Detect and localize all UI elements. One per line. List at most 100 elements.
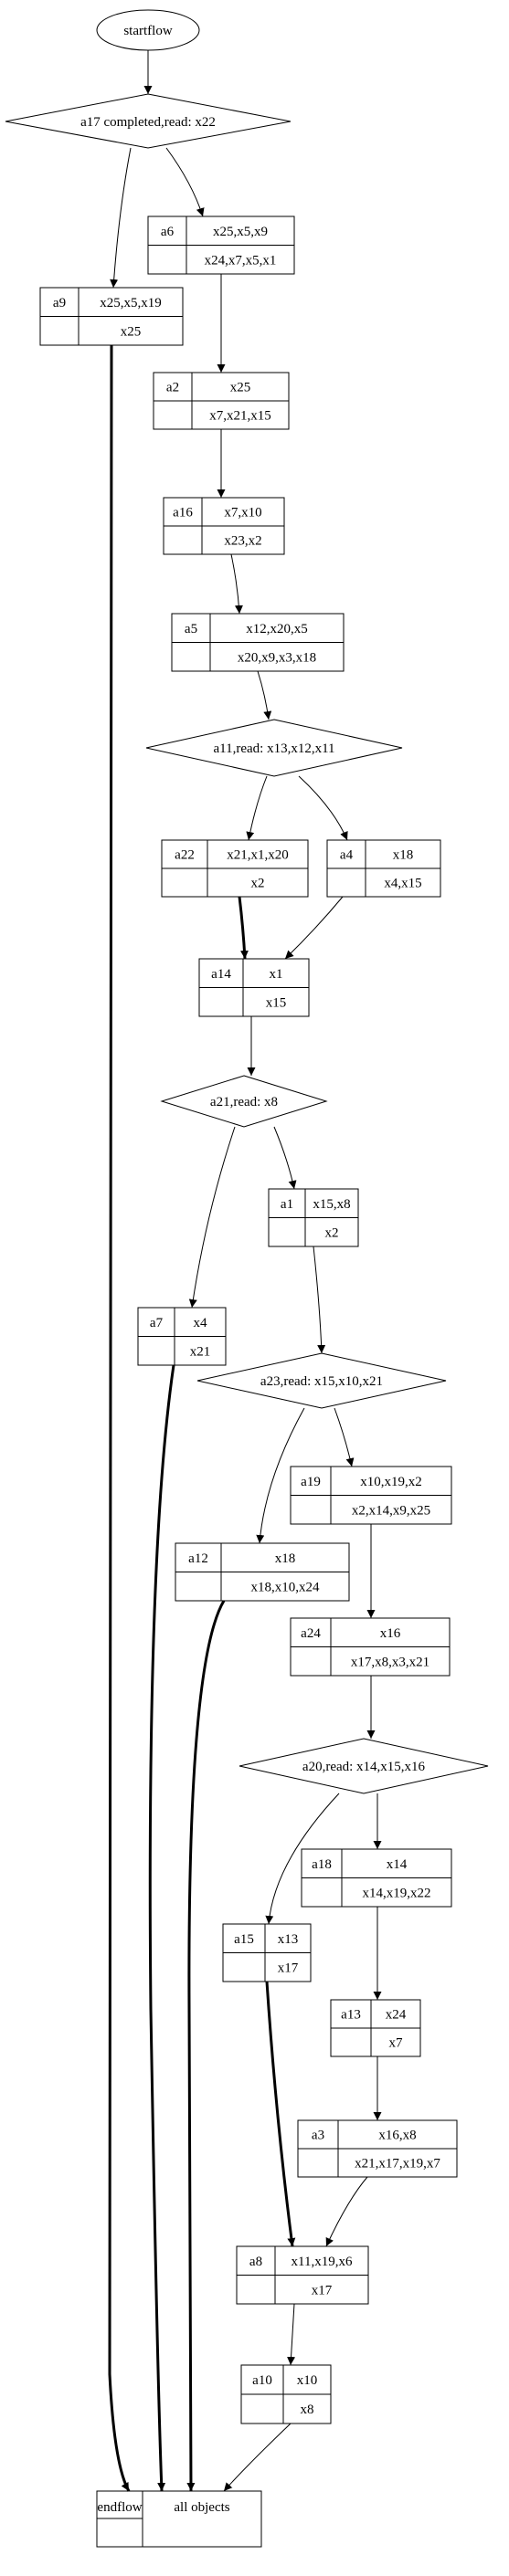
edge-a17-a6 bbox=[165, 147, 205, 217]
edge-a3-a8 bbox=[325, 2176, 368, 2247]
node-a9-id: a9 bbox=[53, 296, 66, 310]
node-a22-top: x21,x1,x20 bbox=[227, 848, 289, 863]
node-a22-bottom: x2 bbox=[251, 877, 265, 891]
node-a8-bottom: x17 bbox=[312, 2283, 333, 2297]
decision-a21-label: a21,read: x8 bbox=[210, 1095, 278, 1109]
edge-a17-a9 bbox=[110, 147, 132, 289]
node-a22: a22 x21,x1,x20 x2 bbox=[161, 839, 309, 898]
node-a15-top: x13 bbox=[278, 1932, 299, 1947]
edge-a16-a5 bbox=[230, 553, 243, 615]
node-a18-top: x14 bbox=[387, 1857, 408, 1872]
node-a24-bottom: x17,x8,x3,x21 bbox=[351, 1655, 429, 1669]
node-a14-top: x1 bbox=[270, 967, 283, 982]
node-a2-id: a2 bbox=[166, 381, 179, 395]
node-a19-id: a19 bbox=[301, 1475, 321, 1489]
decision-a21: a21,read: x8 bbox=[160, 1075, 328, 1128]
node-a24-id: a24 bbox=[301, 1626, 321, 1641]
edge-a1-a23 bbox=[313, 1246, 326, 1354]
node-a19: a19 x10,x19,x2 x2,x14,x9,x25 bbox=[290, 1466, 452, 1525]
decision-a11-label: a11,read: x13,x12,x11 bbox=[213, 741, 334, 756]
node-a8-top: x11,x19,x6 bbox=[292, 2255, 353, 2269]
node-a22-id: a22 bbox=[175, 848, 195, 863]
node-a12-bottom: x18,x10,x24 bbox=[251, 1580, 321, 1594]
node-a7-top: x4 bbox=[194, 1316, 208, 1330]
edges bbox=[107, 50, 382, 2492]
node-a19-bottom: x2,x14,x9,x25 bbox=[352, 1503, 430, 1518]
node-a13-bottom: x7 bbox=[389, 2036, 404, 2051]
node-a5-id: a5 bbox=[185, 622, 197, 636]
node-a19-top: x10,x19,x2 bbox=[360, 1475, 422, 1489]
node-a3-bottom: x21,x17,x19,x7 bbox=[355, 2157, 440, 2171]
node-a5: a5 x12,x20,x5 x20,x9,x3,x18 bbox=[171, 613, 345, 672]
node-a24-top: x16 bbox=[380, 1626, 401, 1641]
edge-a5-a11 bbox=[257, 670, 272, 720]
node-a13-top: x24 bbox=[386, 2008, 407, 2023]
node-a5-top: x12,x20,x5 bbox=[246, 622, 308, 636]
edge-a21-a1 bbox=[273, 1126, 297, 1190]
decision-a17-label: a17 completed,read: x22 bbox=[80, 115, 216, 130]
edge-a23-a19 bbox=[334, 1407, 355, 1467]
node-a2-bottom: x7,x21,x15 bbox=[209, 409, 271, 424]
node-a7-bottom: x21 bbox=[190, 1344, 211, 1359]
node-a10-id: a10 bbox=[252, 2373, 272, 2388]
node-a8-id: a8 bbox=[249, 2255, 262, 2269]
node-a4-bottom: x4,x15 bbox=[384, 877, 421, 891]
edge-a8-a10 bbox=[287, 2303, 296, 2366]
node-a1-top: x15,x8 bbox=[313, 1197, 350, 1212]
edge-a22-a14 bbox=[238, 896, 249, 960]
edge-a15-a8 bbox=[265, 1981, 296, 2247]
node-a13: a13 x24 x7 bbox=[330, 1999, 421, 2057]
node-a9-bottom: x25 bbox=[121, 324, 142, 339]
decision-a17: a17 completed,read: x22 bbox=[5, 93, 292, 149]
node-a1-bottom: x2 bbox=[325, 1225, 339, 1240]
node-a3: a3 x16,x8 x21,x17,x19,x7 bbox=[297, 2119, 458, 2178]
node-a6-id: a6 bbox=[161, 225, 175, 239]
decision-a11: a11,read: x13,x12,x11 bbox=[145, 719, 403, 777]
decision-a23: a23,read: x15,x10,x21 bbox=[196, 1352, 447, 1409]
node-a13-id: a13 bbox=[341, 2008, 361, 2023]
node-a5-bottom: x20,x9,x3,x18 bbox=[238, 650, 316, 665]
node-a15-bottom: x17 bbox=[278, 1961, 299, 1975]
node-a9-top: x25,x5,x19 bbox=[100, 296, 162, 310]
node-a4-id: a4 bbox=[340, 848, 354, 863]
decision-a23-label: a23,read: x15,x10,x21 bbox=[260, 1374, 383, 1389]
node-a8: a8 x11,x19,x6 x17 bbox=[236, 2245, 369, 2305]
node-a3-id: a3 bbox=[312, 2129, 324, 2143]
node-a12-id: a12 bbox=[188, 1551, 208, 1566]
end-node: endflow all objects bbox=[96, 2490, 262, 2548]
node-a14: a14 x1 x15 bbox=[198, 958, 310, 1017]
edge-a7-end bbox=[148, 1364, 175, 2492]
node-a16-id: a16 bbox=[173, 506, 193, 520]
start-label: startflow bbox=[123, 24, 172, 38]
edge-a23-a12 bbox=[256, 1407, 305, 1544]
node-a3-top: x16,x8 bbox=[378, 2129, 416, 2143]
node-a12: a12 x18 x18,x10,x24 bbox=[175, 1542, 350, 1602]
node-a7-id: a7 bbox=[150, 1316, 164, 1330]
edge-a10-end bbox=[223, 2423, 292, 2492]
end-right-label: all objects bbox=[174, 2500, 229, 2515]
edge-a11-a4 bbox=[298, 775, 348, 841]
node-a10-top: x10 bbox=[297, 2373, 318, 2388]
node-a15-id: a15 bbox=[234, 1932, 254, 1947]
node-a12-top: x18 bbox=[275, 1551, 296, 1566]
node-a6-top: x25,x5,x9 bbox=[213, 225, 268, 239]
node-a14-bottom: x15 bbox=[266, 995, 287, 1010]
edge-a21-a7 bbox=[188, 1126, 236, 1309]
edge-a11-a22 bbox=[246, 775, 268, 841]
end-left-label: endflow bbox=[97, 2500, 142, 2515]
node-a1-id: a1 bbox=[281, 1197, 293, 1212]
decision-a20: a20,read: x14,x15,x16 bbox=[239, 1738, 489, 1794]
node-a16-bottom: x23,x2 bbox=[224, 534, 261, 549]
node-a18-bottom: x14,x19,x22 bbox=[363, 1886, 431, 1900]
start-node: startflow bbox=[96, 9, 200, 51]
edge-a9-end bbox=[107, 344, 131, 2492]
node-a14-id: a14 bbox=[211, 967, 231, 982]
node-a1: a1 x15,x8 x2 bbox=[268, 1188, 359, 1247]
